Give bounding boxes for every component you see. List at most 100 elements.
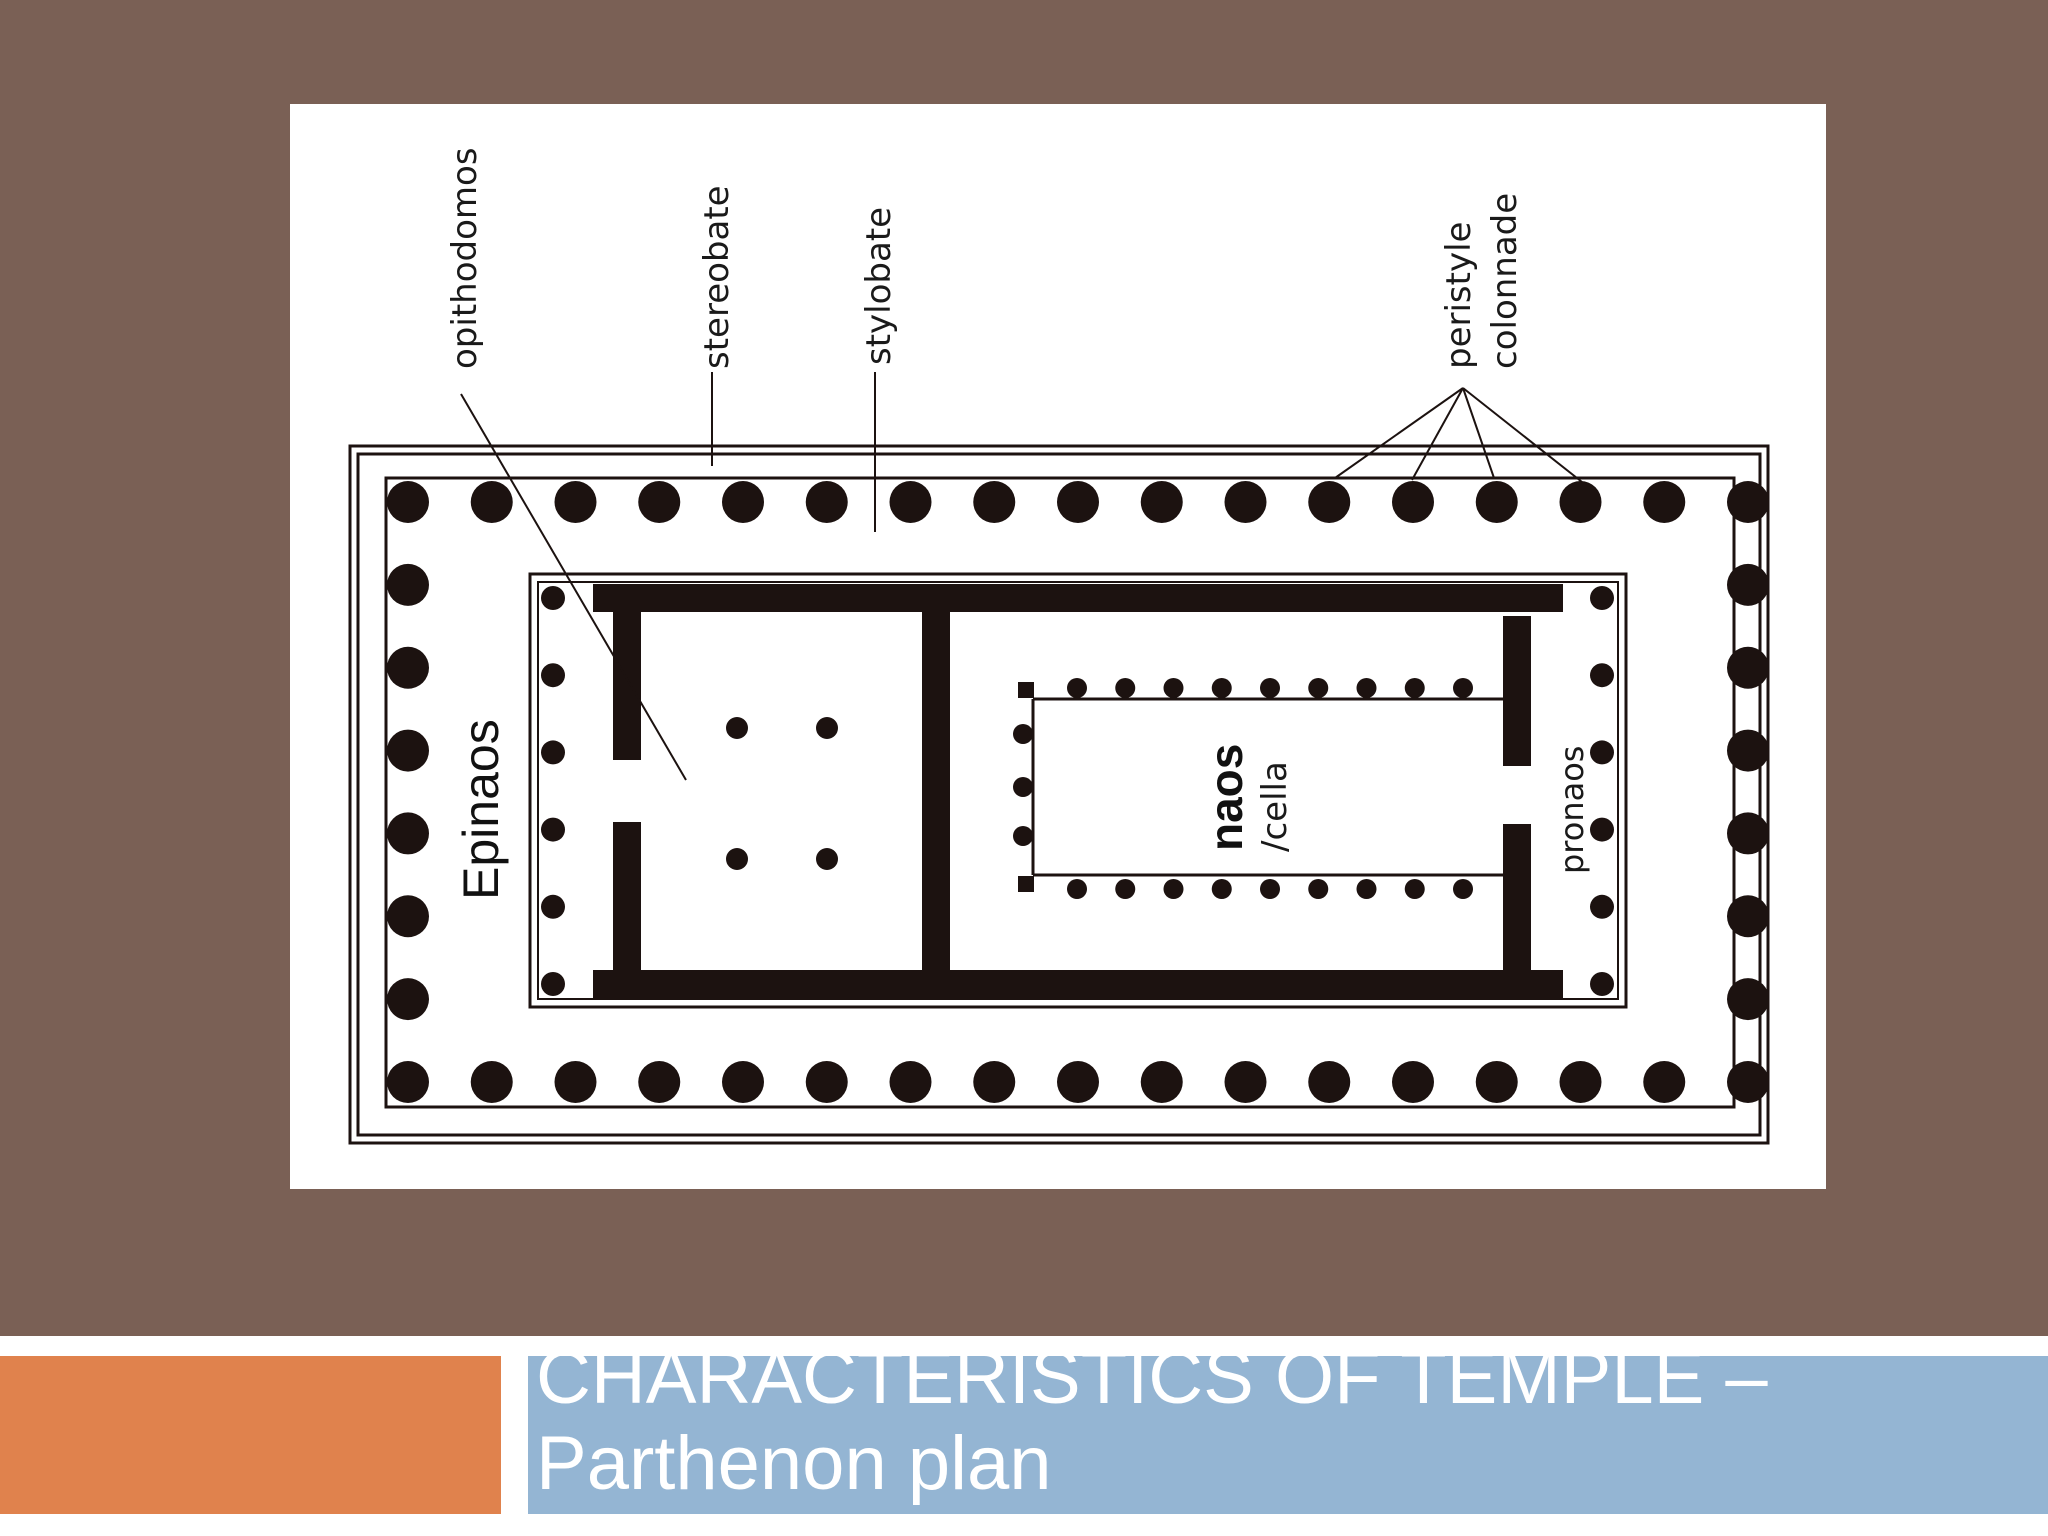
naos-column: [1356, 678, 1377, 698]
naos-column: [1260, 678, 1280, 698]
peristyle-column: [889, 481, 932, 523]
peristyle-column: [387, 1061, 429, 1103]
stereobate-outline: [348, 444, 1770, 1145]
opisthodomos-column: [726, 717, 748, 739]
naos-column: [1453, 678, 1473, 698]
label-pronaos: pronaos: [1553, 746, 1591, 874]
naos-column: [1453, 879, 1473, 899]
peristyle-column: [387, 812, 429, 855]
cross-wall: [922, 600, 950, 986]
peristyle-column: [1727, 481, 1769, 523]
naos-column: [1308, 678, 1329, 698]
naos-column: [1067, 879, 1087, 899]
peristyle-column: [1224, 1061, 1267, 1103]
peristyle-column: [554, 1061, 597, 1103]
naos-column: [1260, 879, 1280, 899]
naos-column: [1211, 879, 1232, 899]
peristyle-column: [1727, 729, 1769, 772]
inner-platform-inner-outline: [537, 581, 1619, 1000]
peristyle-column: [722, 481, 764, 523]
peristyle-column: [1727, 646, 1769, 689]
peristyle-column: [387, 481, 429, 523]
peristyle-column: [1308, 1061, 1351, 1103]
peristyle-column: [638, 481, 681, 523]
peristyle-column: [722, 1061, 764, 1103]
label-stereobate: stereobate: [697, 185, 737, 369]
plan-svg: opithodomos stereobate stylobate peristy…: [348, 147, 1770, 1145]
peristyle-column: [1392, 481, 1434, 523]
west-wall-lower: [613, 822, 641, 982]
peristyle-column: [387, 646, 429, 689]
porch-column: [1590, 586, 1614, 610]
label-peristyle: peristyle: [1439, 222, 1479, 369]
peristyle-column: [1727, 1061, 1769, 1103]
naos-column: [1115, 879, 1136, 899]
peristyle-column: [1643, 481, 1686, 523]
peristyle-column: [1727, 895, 1769, 938]
north-wall: [593, 584, 1563, 612]
peristyle-column: [554, 481, 597, 523]
opithodomos-leader-line: [460, 393, 687, 781]
porch-column: [541, 586, 565, 610]
peristyle-column: [1057, 481, 1099, 523]
peristyle-column: [973, 1061, 1016, 1103]
peristyle-column: [1475, 1061, 1518, 1103]
peristyle-column: [1559, 1061, 1602, 1103]
naos-column: [1404, 879, 1425, 899]
peristyle-column: [973, 481, 1016, 523]
porch-column: [541, 972, 565, 996]
peristyle-column: [889, 1061, 932, 1103]
naos-column: [1013, 777, 1033, 797]
peristyle-leader-lines: [1334, 387, 1583, 483]
opisthodomos-column: [726, 848, 748, 870]
peristyle-column: [1224, 481, 1267, 523]
east-wall-upper: [1503, 616, 1531, 766]
porch-column: [1590, 663, 1614, 688]
peristyle-column: [1140, 481, 1183, 523]
peristyle-column: [1140, 1061, 1183, 1103]
peristyle-column: [387, 978, 429, 1021]
naos-column: [1308, 879, 1329, 899]
columns-group: [387, 481, 1769, 1103]
label-cella: /cella: [1255, 761, 1295, 852]
peristyle-column: [1727, 978, 1769, 1021]
naos-column: [1404, 678, 1425, 698]
porch-column: [541, 894, 565, 919]
east-wall-lower: [1503, 824, 1531, 984]
porch-column: [541, 740, 565, 765]
peristyle-column: [1475, 481, 1518, 523]
stereobate-inner-outline: [356, 452, 1762, 1137]
label-opithodomos: opithodomos: [445, 147, 485, 369]
peristyle-column: [387, 563, 429, 606]
peristyle-column: [1559, 481, 1602, 523]
naos-column: [1163, 879, 1184, 899]
peristyle-column: [470, 1061, 513, 1103]
porch-column: [1590, 972, 1614, 996]
peristyle-column: [1643, 1061, 1686, 1103]
peristyle-column: [1308, 481, 1351, 523]
label-colonnade: colonnade: [1485, 193, 1525, 369]
porch-column: [541, 817, 565, 842]
naos-column: [1163, 678, 1184, 698]
naos-column: [1356, 879, 1377, 899]
south-wall: [593, 970, 1563, 1000]
label-stylobate: stylobate: [859, 207, 899, 365]
peristyle-column: [1727, 812, 1769, 855]
peristyle-column: [1727, 563, 1769, 606]
peristyle-column: [387, 729, 429, 772]
naos-column: [1211, 678, 1232, 698]
label-naos: naos: [1200, 744, 1252, 851]
slide-title-line-2: Parthenon plan: [536, 1421, 1052, 1506]
peristyle-column: [805, 481, 848, 523]
naos-column: [1115, 678, 1136, 698]
porch-column: [1590, 894, 1614, 919]
peristyle-column: [805, 1061, 848, 1103]
naos-column: [1013, 826, 1033, 846]
peristyle-column: [638, 1061, 681, 1103]
porch-column: [541, 663, 565, 688]
opisthodomos-column: [816, 848, 838, 870]
title-bar: CHARACTERISTICS OF TEMPLE – Parthenon pl…: [528, 1356, 2048, 1514]
peristyle-column: [1057, 1061, 1099, 1103]
inner-platform-outline: [528, 572, 1628, 1009]
peristyle-column: [387, 895, 429, 938]
